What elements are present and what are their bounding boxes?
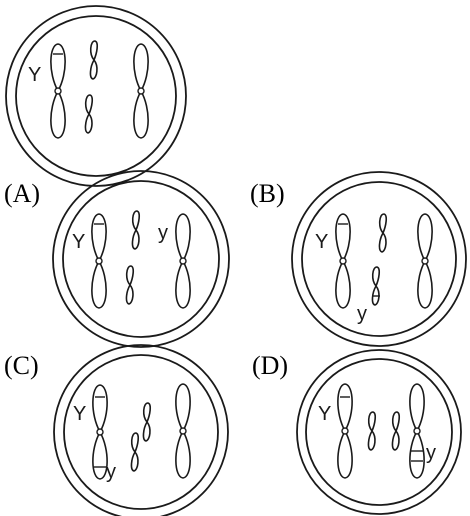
- cell-membrane-outer: [5, 5, 187, 187]
- chromosome-homolog-long: [175, 383, 191, 479]
- cell-membrane-inner: [62, 180, 220, 338]
- allele-label-recessive: y: [426, 442, 436, 464]
- option-label: (B): [250, 179, 285, 208]
- cell-membrane-outer: [291, 171, 467, 347]
- option-d: (D) Y y: [252, 349, 462, 515]
- allele-label-recessive: y: [106, 461, 116, 483]
- cell-membrane-inner: [301, 181, 457, 337]
- chromosome-homolog-long: [417, 213, 433, 309]
- chromosome-y-allele: [337, 383, 353, 479]
- chromosome-homolog-long: [409, 383, 425, 479]
- chromosome-y-allele: [91, 213, 107, 309]
- allele-label-dominant: Y: [315, 231, 328, 253]
- chromosome-small-1: [367, 411, 377, 451]
- chromosome-homolog-long: [175, 213, 191, 309]
- chromosome-small-1: [378, 213, 388, 253]
- cell-membrane-inner: [63, 354, 219, 510]
- chromosome-y-allele: [92, 384, 108, 480]
- option-label: (D): [252, 351, 288, 380]
- chromosome-small-2-with-y: [371, 266, 381, 306]
- allele-label-recessive: y: [158, 222, 168, 244]
- cell-membrane-inner: [305, 358, 453, 506]
- chromosome-small-2: [130, 432, 140, 472]
- option-label: (C): [4, 351, 39, 380]
- chromosome-small-2: [391, 411, 401, 451]
- allele-label-dominant: Y: [73, 403, 86, 425]
- cell-membrane-outer: [296, 349, 462, 515]
- chromosome-small-1: [142, 402, 152, 442]
- chromosome-y-allele: [50, 43, 66, 139]
- chromosome-homolog-long: [133, 43, 149, 139]
- chromosome-y-allele: [335, 213, 351, 309]
- allele-label-recessive: y: [357, 303, 367, 325]
- allele-label-dominant: Y: [72, 231, 85, 253]
- reference-cell: Y: [5, 5, 187, 187]
- cell-membrane-outer: [52, 170, 230, 348]
- allele-label: Y: [28, 64, 41, 86]
- chromosome-small-1: [131, 210, 141, 250]
- option-a: (A) Y y: [4, 170, 230, 348]
- option-b: (B) Y y: [250, 171, 467, 347]
- option-c: (C) Y y: [4, 344, 229, 516]
- option-label: (A): [4, 179, 40, 208]
- allele-label-dominant: Y: [318, 403, 331, 425]
- cell-membrane-outer: [53, 344, 229, 516]
- chromosome-small-2: [84, 94, 94, 134]
- chromosome-small-2: [125, 265, 135, 305]
- chromosome-small-1: [89, 40, 99, 80]
- cell-membrane-inner: [15, 15, 177, 177]
